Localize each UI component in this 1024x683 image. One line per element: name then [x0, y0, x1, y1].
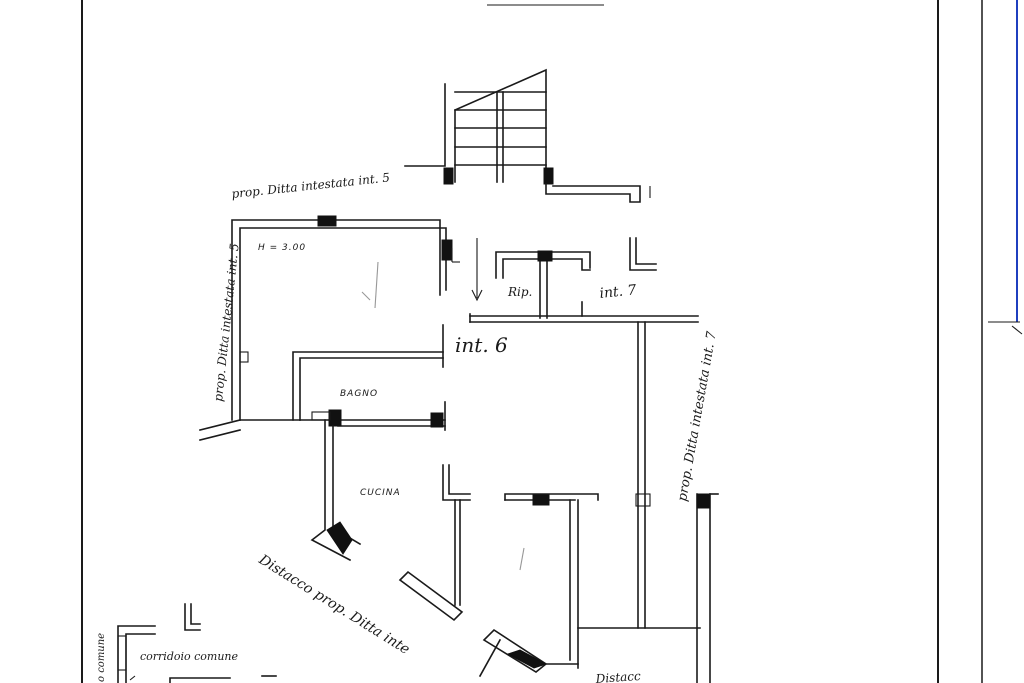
label-distacco-prop: Distacco prop. Ditta inte: [255, 551, 412, 658]
sheet-frame: [81, 0, 1023, 683]
down-arrow-icon: [471, 238, 483, 302]
label-bagno: BAGNO: [340, 389, 378, 399]
label-prop-ditta-int5-left: prop. Ditta intestata int. 5: [211, 243, 242, 403]
label-prop-ditta-int7-right: prop. Ditta intestata int. 7: [675, 330, 720, 503]
walls: [199, 215, 719, 683]
staircase: [404, 68, 651, 203]
corridor-walls: [117, 603, 277, 683]
pencil-marks: [361, 261, 525, 571]
label-height-note: H = 3.00: [258, 243, 306, 253]
label-rip: Rip.: [507, 285, 532, 299]
label-int7-room: int. 7: [599, 282, 637, 302]
label-cucina: CUCINA: [360, 488, 401, 498]
label-comune-left: o comune: [96, 633, 107, 682]
label-distacco-bottom: Distacc: [594, 669, 641, 683]
label-int6: int. 6: [455, 333, 508, 357]
label-corridoio-comune: corridoio comune: [140, 650, 239, 663]
label-prop-ditta-int5-top: prop. Ditta intestata int. 5: [231, 170, 391, 201]
